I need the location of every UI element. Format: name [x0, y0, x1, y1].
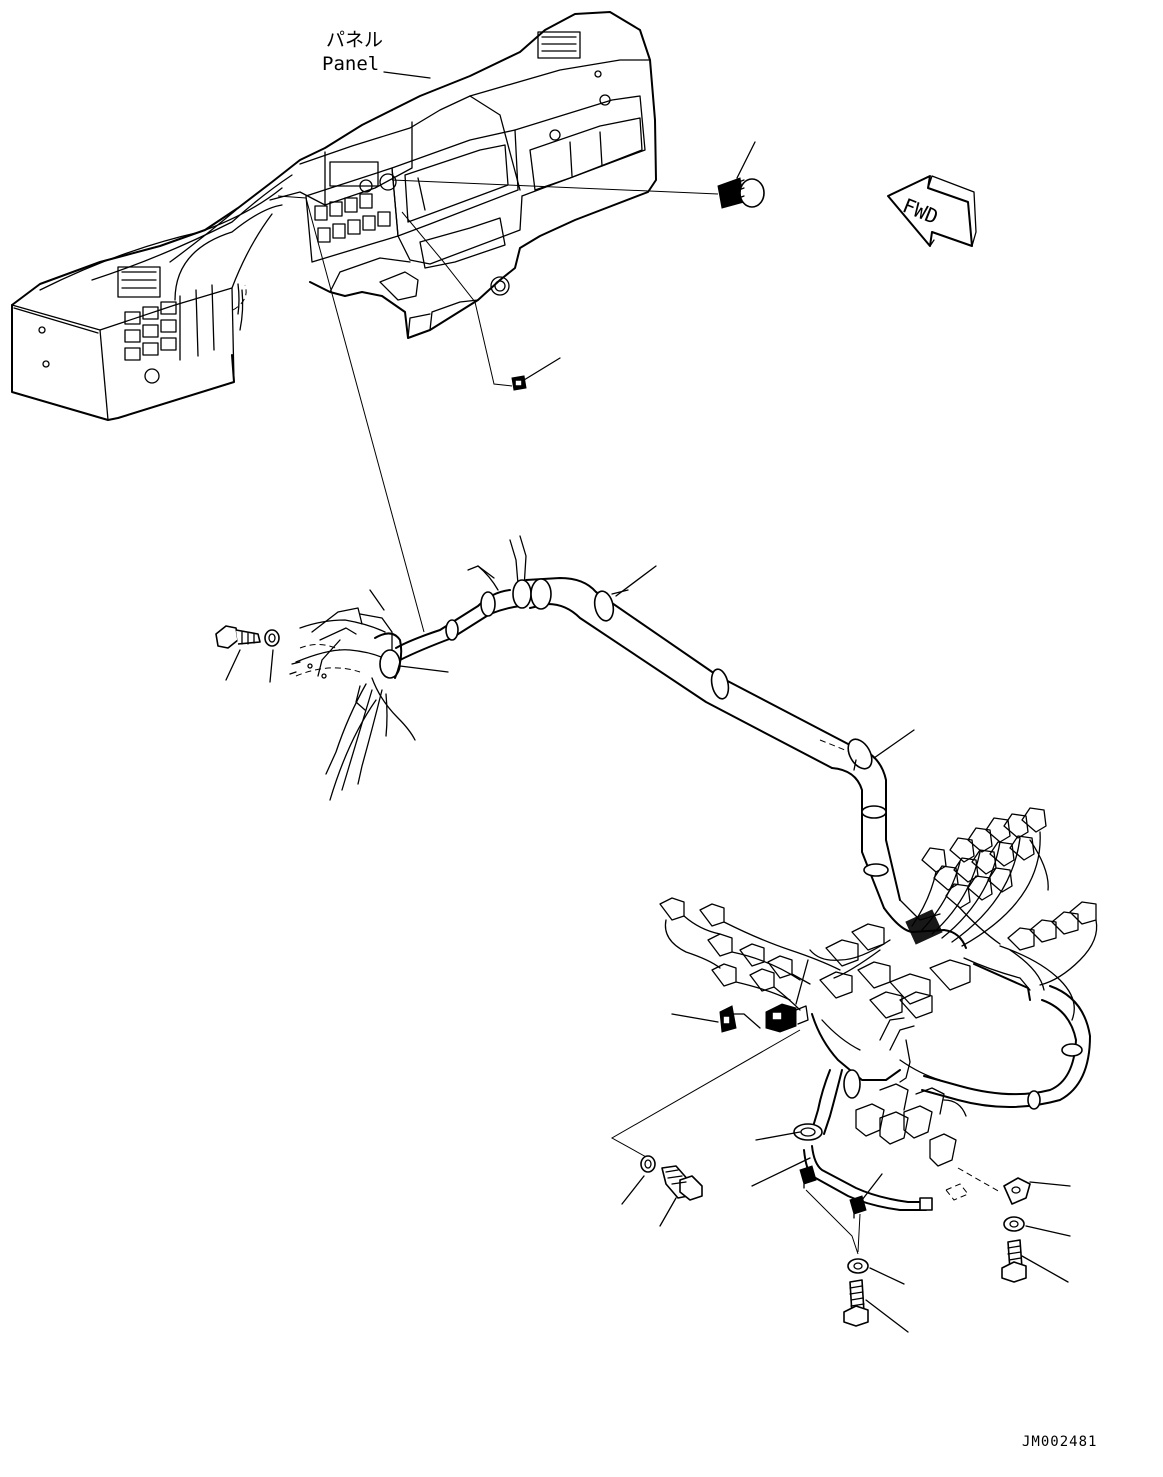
leader-washer-left: [269, 649, 274, 683]
panel-label-jp: パネル: [326, 29, 383, 51]
rocker-switch: [717, 177, 765, 209]
bolt-right: [1001, 1239, 1027, 1283]
bolt-lower: [661, 1165, 703, 1201]
leader-grommet-lower: [755, 1131, 801, 1141]
leader-bolt-bottom: [865, 1299, 909, 1333]
leader-bolt-left: [225, 649, 241, 681]
panel-label-en: Panel: [322, 53, 379, 75]
bolt-left: [215, 625, 261, 649]
leader-clip-top: [523, 357, 561, 381]
terminal-right: [1003, 1177, 1031, 1205]
washer-right: [1003, 1216, 1025, 1232]
leader-clip-lower: [671, 1013, 719, 1023]
bolt-bottom: [843, 1279, 869, 1327]
leader-harness-upper: [615, 565, 657, 597]
leader-bolt-right: [1021, 1255, 1069, 1283]
clip-lower: [719, 1005, 761, 1033]
leader-clamp-left: [399, 665, 449, 673]
fwd-label: FWD: [899, 193, 941, 229]
leader-bolt-lower: [659, 1197, 677, 1227]
washer-bottom: [847, 1258, 869, 1274]
harness-left-end: [289, 607, 416, 801]
leader-washer-right: [1025, 1225, 1071, 1237]
washer-left: [264, 629, 280, 647]
leader-switch: [736, 141, 756, 179]
leader-grommet-left: [369, 589, 385, 611]
drawing-code: JM002481: [1022, 1434, 1097, 1450]
leader-terminal-right: [1029, 1181, 1071, 1187]
leader-harness-right: [873, 729, 915, 759]
ground-strap: [799, 1145, 933, 1219]
leader-connector-center: [795, 959, 809, 1005]
main-harness: [395, 535, 901, 909]
leader-clamp-lower: [751, 1157, 811, 1187]
fwd-arrow: FWD: [887, 175, 977, 247]
connector-assembly: [659, 807, 1098, 1167]
washer-lower: [640, 1155, 656, 1173]
leader-washer-lower: [621, 1175, 645, 1205]
leader-ground-strap: [861, 1173, 883, 1201]
dashboard-panel: [11, 11, 657, 421]
leader-washer-bottom: [869, 1267, 905, 1285]
